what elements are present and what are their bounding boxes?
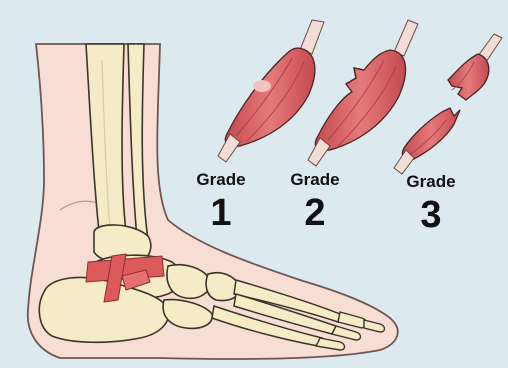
grade-1-number: 1 (186, 193, 256, 233)
grade-1-word: Grade (186, 170, 256, 190)
grade-2-word: Grade (280, 170, 350, 190)
grade-2-number: 2 (280, 193, 350, 233)
mild-tear-mark (253, 80, 271, 92)
grade-3-label: Grade 3 (396, 172, 466, 235)
grade-1-label: Grade 1 (186, 170, 256, 233)
grade-3-number: 3 (396, 195, 466, 235)
grade-2-label: Grade 2 (280, 170, 350, 233)
grade-3-word: Grade (396, 172, 466, 192)
